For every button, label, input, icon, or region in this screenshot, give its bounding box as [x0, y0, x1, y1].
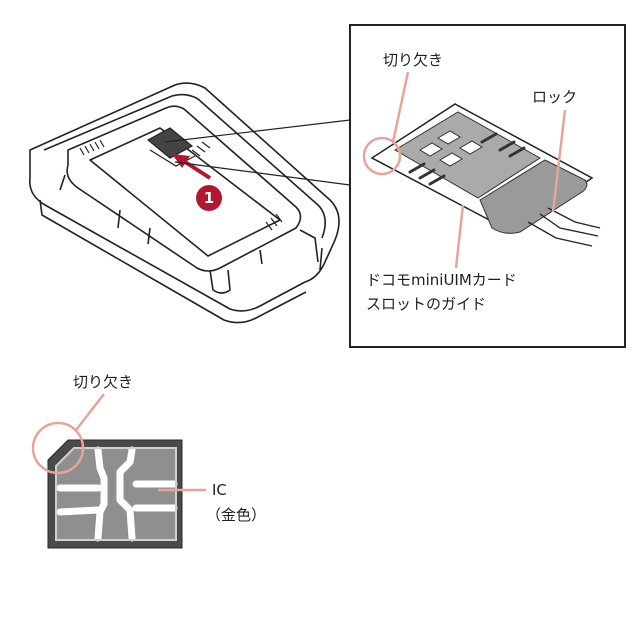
step-badge [196, 185, 222, 211]
sim-card [47, 439, 183, 549]
guide-leader [454, 204, 465, 269]
notch-highlight-bottom [31, 421, 85, 475]
notch-label-bottom: 切り欠き [73, 373, 134, 391]
device-sim-slot [146, 127, 196, 167]
lock-leader [551, 109, 567, 213]
sim-annotations [31, 393, 206, 492]
device-ribs [79, 139, 283, 231]
ic-label: IC [212, 481, 227, 499]
callout-lines [164, 119, 351, 186]
notch-leader-top [391, 71, 410, 143]
slot-guide-label-line1: ドコモminiUIMカード [366, 271, 517, 289]
slot-guide-label-line2: スロットのガイド [366, 295, 487, 313]
inset-annotations [362, 71, 567, 269]
notch-label-top: 切り欠き [383, 51, 444, 69]
ic-gold-label: （金色） [206, 506, 267, 524]
lock-label: ロック [532, 88, 578, 106]
inset-slot-tray [370, 103, 601, 247]
step-number: 1 [203, 189, 215, 207]
notch-highlight-top [362, 136, 402, 176]
device-body [28, 82, 340, 324]
notch-leader-bottom [75, 393, 105, 431]
